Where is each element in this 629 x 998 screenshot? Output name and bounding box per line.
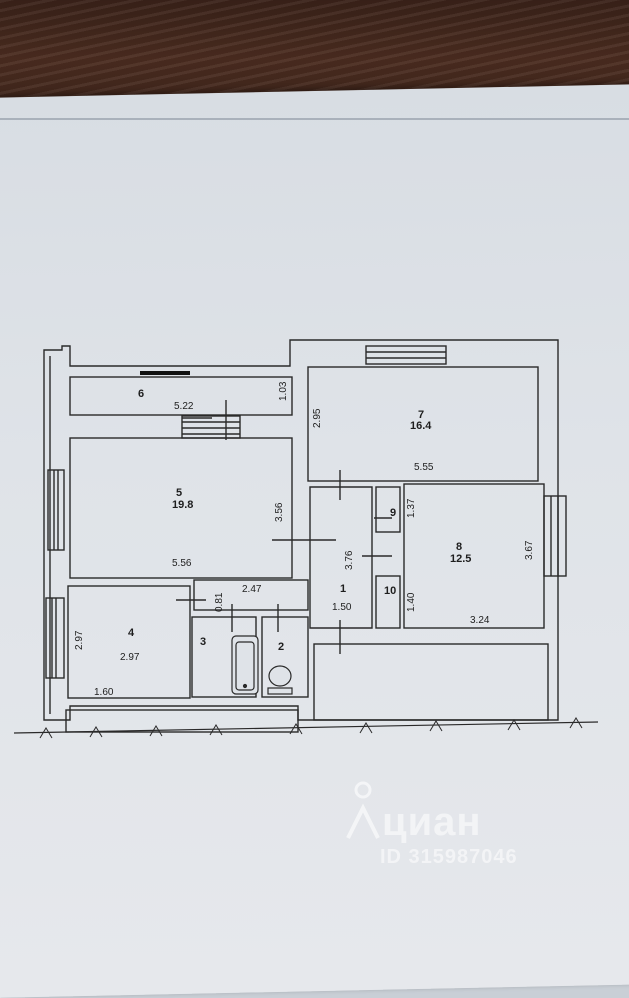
ground-line <box>13 721 599 734</box>
dim-room3-width: 0.81 <box>214 592 225 612</box>
dim-room4-width: 1.60 <box>94 687 114 698</box>
room-number-3: 3 <box>200 636 206 648</box>
room-number-4: 4 <box>128 627 135 639</box>
dim-room6-width: 5.22 <box>174 401 194 412</box>
room-area-7: 16.4 <box>410 420 432 432</box>
paper-edge-line <box>0 118 629 120</box>
dim-room9-height: 1.37 <box>406 498 417 518</box>
dim-room4-height: 2.97 <box>74 630 85 650</box>
bathtub-icon <box>231 635 259 695</box>
room-number-6: 6 <box>138 388 144 400</box>
floor-plan: 1 2 3 4 5 6 7 8 9 10 19.8 16.4 12.5 5.22… <box>13 339 599 739</box>
dim-room1-width: 1.50 <box>332 602 352 613</box>
dim-room8-height: 3.67 <box>524 540 535 560</box>
room-area-5: 19.8 <box>172 499 193 511</box>
room-area-8: 12.5 <box>450 553 471 565</box>
dim-room1-height: 3.76 <box>344 550 355 570</box>
dim-room6-height: 1.03 <box>278 381 289 401</box>
dim-room7-height: 2.95 <box>312 408 323 428</box>
dim-room8-width: 3.24 <box>470 615 490 626</box>
break-marks <box>39 717 583 739</box>
dim-room7-width: 5.55 <box>414 462 434 473</box>
room-number-10: 10 <box>384 585 396 597</box>
toilet-icon <box>267 665 293 695</box>
room-number-9: 9 <box>390 507 396 519</box>
window-bar-black <box>140 371 190 375</box>
room-number-1: 1 <box>340 583 346 595</box>
room-number-8: 8 <box>456 541 462 553</box>
room-number-5: 5 <box>176 487 182 499</box>
room-number-2: 2 <box>278 641 284 653</box>
dim-corridor: 2.47 <box>242 584 262 595</box>
dim-room10-height: 1.40 <box>406 592 417 612</box>
room-number-7: 7 <box>418 409 424 421</box>
plan-walls <box>43 339 567 733</box>
dim-room4-inner: 2.97 <box>120 652 140 663</box>
dim-room5-height: 3.56 <box>274 502 285 522</box>
dim-room5-width: 5.56 <box>172 558 192 569</box>
watermark-listing-id: ID 315987046 <box>380 846 518 868</box>
watermark-brand: циан <box>382 800 482 844</box>
location-pin-icon <box>346 781 380 839</box>
